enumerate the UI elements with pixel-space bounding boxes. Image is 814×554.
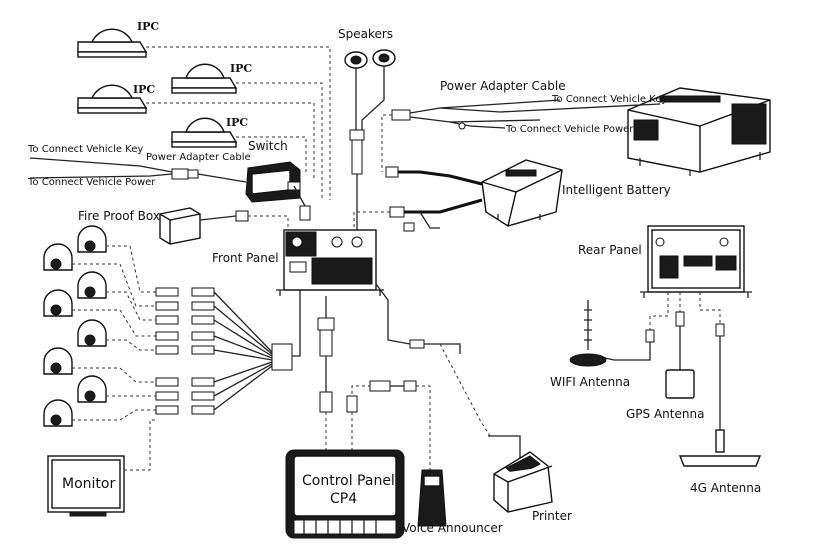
to-vehicle-key-top-label: To Connect Vehicle Key (551, 94, 667, 105)
fire-proof-box-label: Fire Proof Box (78, 209, 160, 223)
monitor-label: Monitor (62, 476, 115, 492)
control-panel-label: Control Panel (302, 473, 395, 489)
speaker-right (372, 49, 396, 67)
wifi-antenna-label: WIFI Antenna (550, 375, 630, 389)
to-vehicle-key-left-label: To Connect Vehicle Key (27, 144, 143, 155)
to-vehicle-power-left-label: To Connect Vehicle Power (27, 177, 156, 188)
fire-proof-box (159, 207, 201, 245)
wifi-antenna (569, 300, 607, 367)
ahd-camera-4 (43, 289, 73, 317)
ahd-camera-3 (77, 271, 107, 299)
intelligent-battery-label: Intelligent Battery (562, 183, 671, 197)
ahd-camera-7 (77, 375, 107, 403)
rear-panel-unit (640, 225, 752, 298)
ahd-camera-1 (77, 225, 107, 253)
to-vehicle-power-top-label: To Connect Vehicle Power (505, 124, 634, 135)
voice-announcer-label: Voice Announcer (402, 521, 503, 535)
intelligent-battery (481, 159, 563, 227)
antenna-4g-label: 4G Antenna (690, 481, 761, 495)
front-panel-unit (276, 229, 384, 296)
ahd-cameras (43, 225, 107, 427)
ipc-label-1: IPC (137, 20, 159, 33)
front-panel-label: Front Panel (212, 251, 279, 265)
ipc-label-4: IPC (226, 116, 248, 129)
ipc-camera-4: IPC (171, 116, 248, 148)
gps-antenna-label: GPS Antenna (626, 407, 704, 421)
battery-connector-bottom (389, 206, 405, 218)
power-adapter-cable-left (29, 157, 247, 183)
gps-antenna (665, 369, 695, 399)
rear-panel-label: Rear Panel (578, 243, 642, 257)
speaker-left (344, 51, 368, 69)
ipc-camera-1: IPC (77, 20, 159, 58)
switch-label: Switch (248, 139, 288, 153)
speakers-label: Speakers (338, 27, 393, 41)
network-switch (245, 161, 301, 203)
printer (493, 451, 553, 513)
ahd-camera-2 (43, 243, 73, 271)
ipc-cables (146, 46, 331, 200)
speaker-plug (351, 139, 363, 175)
control-panel-connector-top (317, 317, 335, 331)
ahd-camera-8 (43, 399, 73, 427)
control-panel-model-label: CP4 (330, 491, 357, 507)
control-panel-cp4 (285, 449, 405, 539)
switch-to-panel-connector (299, 205, 311, 221)
ahd-camera-5 (77, 319, 107, 347)
voice-announcer (417, 469, 447, 527)
antenna-4g (678, 429, 762, 467)
ipc-label-3: IPC (133, 83, 155, 96)
ipc-camera-3: IPC (77, 83, 155, 114)
ipc-camera-2: IPC (171, 62, 252, 94)
mdvr-unit (627, 87, 771, 176)
battery-connector-top (385, 166, 399, 178)
power-adapter-cable-left-label: Power Adapter Cable (146, 152, 251, 163)
speaker-connector (349, 129, 365, 141)
monitor (47, 455, 125, 517)
power-adapter-cable-top-label: Power Adapter Cable (440, 79, 566, 93)
ahd-camera-6 (43, 347, 73, 375)
power-adapter-cable-top (381, 99, 661, 172)
printer-label: Printer (532, 509, 572, 523)
ahd-camera-cables (72, 245, 301, 421)
ipc-label-2: IPC (230, 62, 252, 75)
